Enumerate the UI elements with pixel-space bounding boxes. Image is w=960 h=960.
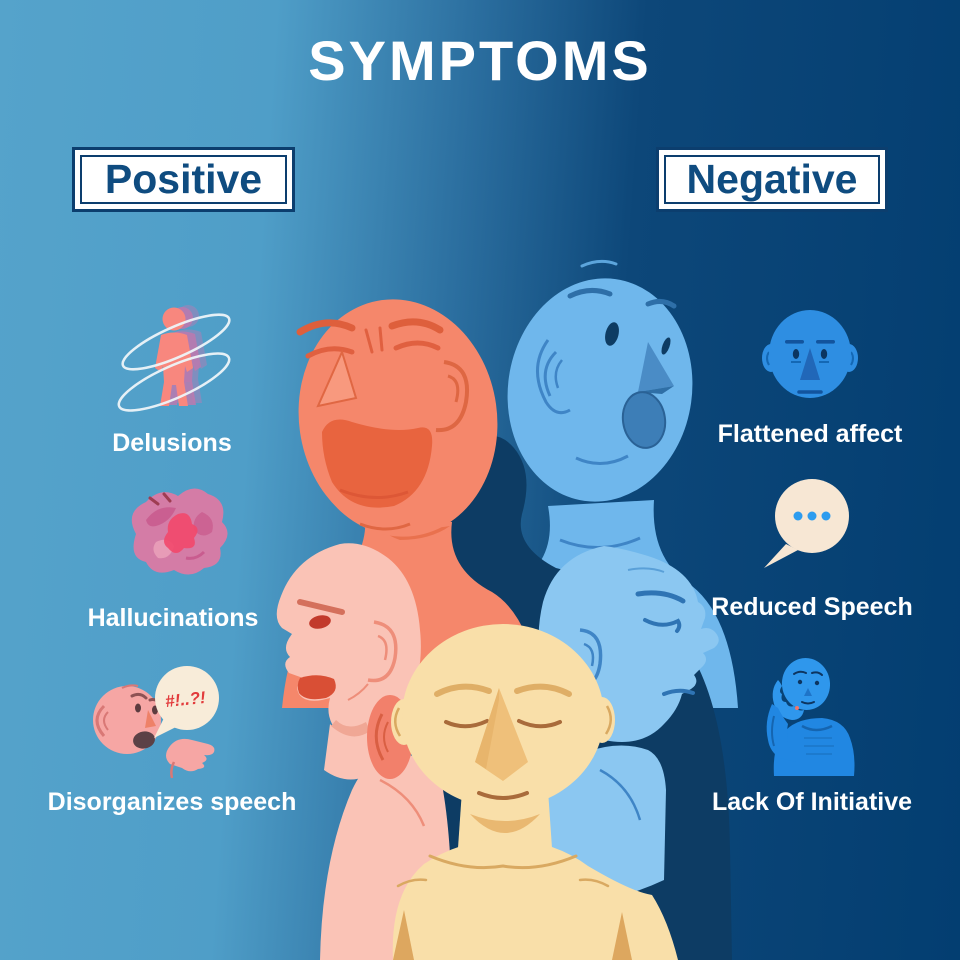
positive-heading-label: Positive — [104, 156, 263, 202]
page-title: SYMPTOMS — [308, 29, 652, 92]
flattened-affect-item — [745, 296, 875, 414]
sad-cream-figure — [391, 624, 678, 960]
lack-of-initiative-item — [744, 646, 864, 782]
positive-heading-box: Positive — [72, 147, 295, 212]
delusions-item — [114, 290, 242, 428]
hallucinations-icon — [131, 488, 228, 575]
hallucinations-item — [116, 474, 240, 592]
reduced-speech-icon — [764, 479, 849, 568]
lack-of-initiative-label: Lack Of Initiative — [711, 788, 913, 816]
disorganized-speech-label: Disorganizes speech — [47, 788, 297, 816]
negative-heading-box: Negative — [656, 147, 888, 212]
lack-of-initiative-icon — [766, 658, 855, 776]
hallucinations-label: Hallucinations — [87, 604, 259, 632]
disorganized-speech-icon: #!..?! — [93, 666, 219, 779]
delusions-label: Delusions — [112, 429, 232, 457]
flattened-affect-icon — [762, 310, 858, 398]
reduced-speech-label: Reduced Speech — [711, 593, 913, 621]
negative-heading-label: Negative — [686, 156, 858, 202]
reduced-speech-item — [756, 474, 860, 574]
disorganized-speech-item: #!..?! — [82, 658, 234, 786]
flattened-affect-label: Flattened affect — [717, 420, 903, 448]
disorganized-speech-bubble-text: #!..?! — [164, 688, 207, 711]
delusions-icon — [117, 305, 231, 412]
